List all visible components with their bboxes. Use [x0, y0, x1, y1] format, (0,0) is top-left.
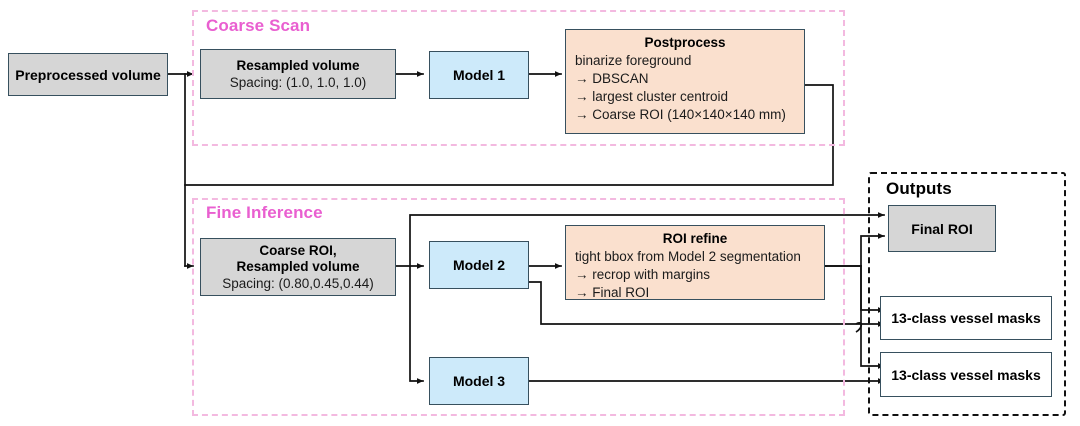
node-preprocessed-volume[interactable]: Preprocessed volume — [8, 53, 168, 96]
node-postprocess-line-3: → Coarse ROI (140×140×140 mm) — [575, 107, 786, 122]
node-coarse-roi-spacing: Spacing: (0.80,0.45,0.44) — [222, 275, 374, 291]
node-resampled-volume-title: Resampled volume — [236, 58, 360, 73]
node-model-1-label: Model 1 — [452, 67, 506, 83]
node-model-1[interactable]: Model 1 — [429, 51, 529, 99]
node-vessel-masks-2-label: 13-class vessel masks — [891, 366, 1041, 383]
node-vessel-masks-2[interactable]: 13-class vessel masks — [880, 352, 1052, 397]
node-resampled-volume-spacing: Spacing: (1.0, 1.0, 1.0) — [229, 75, 367, 90]
node-coarse-roi-title-line2: Resampled volume — [236, 258, 360, 274]
node-roi-refine[interactable]: ROI refine tight bbox from Model 2 segme… — [565, 225, 825, 300]
node-resampled-volume[interactable]: Resampled volume Spacing: (1.0, 1.0, 1.0… — [200, 49, 396, 99]
node-model-3-label: Model 3 — [452, 373, 506, 389]
node-vessel-masks-1[interactable]: 13-class vessel masks — [880, 296, 1052, 340]
node-final-roi[interactable]: Final ROI — [888, 205, 996, 252]
node-coarse-roi-title-line1: Coarse ROI, — [259, 242, 337, 258]
node-model-3[interactable]: Model 3 — [429, 357, 529, 405]
group-fine-inference-label: Fine Inference — [206, 203, 323, 222]
node-postprocess-line-0: binarize foreground — [575, 53, 692, 68]
node-vessel-masks-1-label: 13-class vessel masks — [891, 310, 1041, 326]
group-outputs — [868, 172, 1066, 416]
node-roi-refine-line-0: tight bbox from Model 2 segmentation — [575, 249, 801, 264]
group-coarse-scan — [192, 10, 845, 146]
node-coarse-roi-resampled-volume[interactable]: Coarse ROI, Resampled volume Spacing: (0… — [200, 238, 396, 296]
node-model-2[interactable]: Model 2 — [429, 241, 529, 289]
node-postprocess[interactable]: Postprocess binarize foreground → DBSCAN… — [565, 29, 805, 134]
group-coarse-scan-label: Coarse Scan — [206, 16, 311, 35]
node-postprocess-line-2: → largest cluster centroid — [575, 89, 729, 104]
node-model-2-label: Model 2 — [452, 257, 506, 273]
node-roi-refine-title: ROI refine — [662, 231, 728, 246]
node-final-roi-label: Final ROI — [911, 220, 973, 237]
group-outputs-label: Outputs — [886, 179, 952, 198]
node-postprocess-line-1: → DBSCAN — [575, 71, 649, 86]
node-preprocessed-volume-label: Preprocessed volume — [15, 66, 161, 83]
group-fine-inference — [192, 198, 845, 416]
node-roi-refine-line-2: → Final ROI — [575, 285, 650, 300]
node-roi-refine-line-1: → recrop with margins — [575, 267, 711, 282]
node-postprocess-title: Postprocess — [644, 35, 726, 50]
